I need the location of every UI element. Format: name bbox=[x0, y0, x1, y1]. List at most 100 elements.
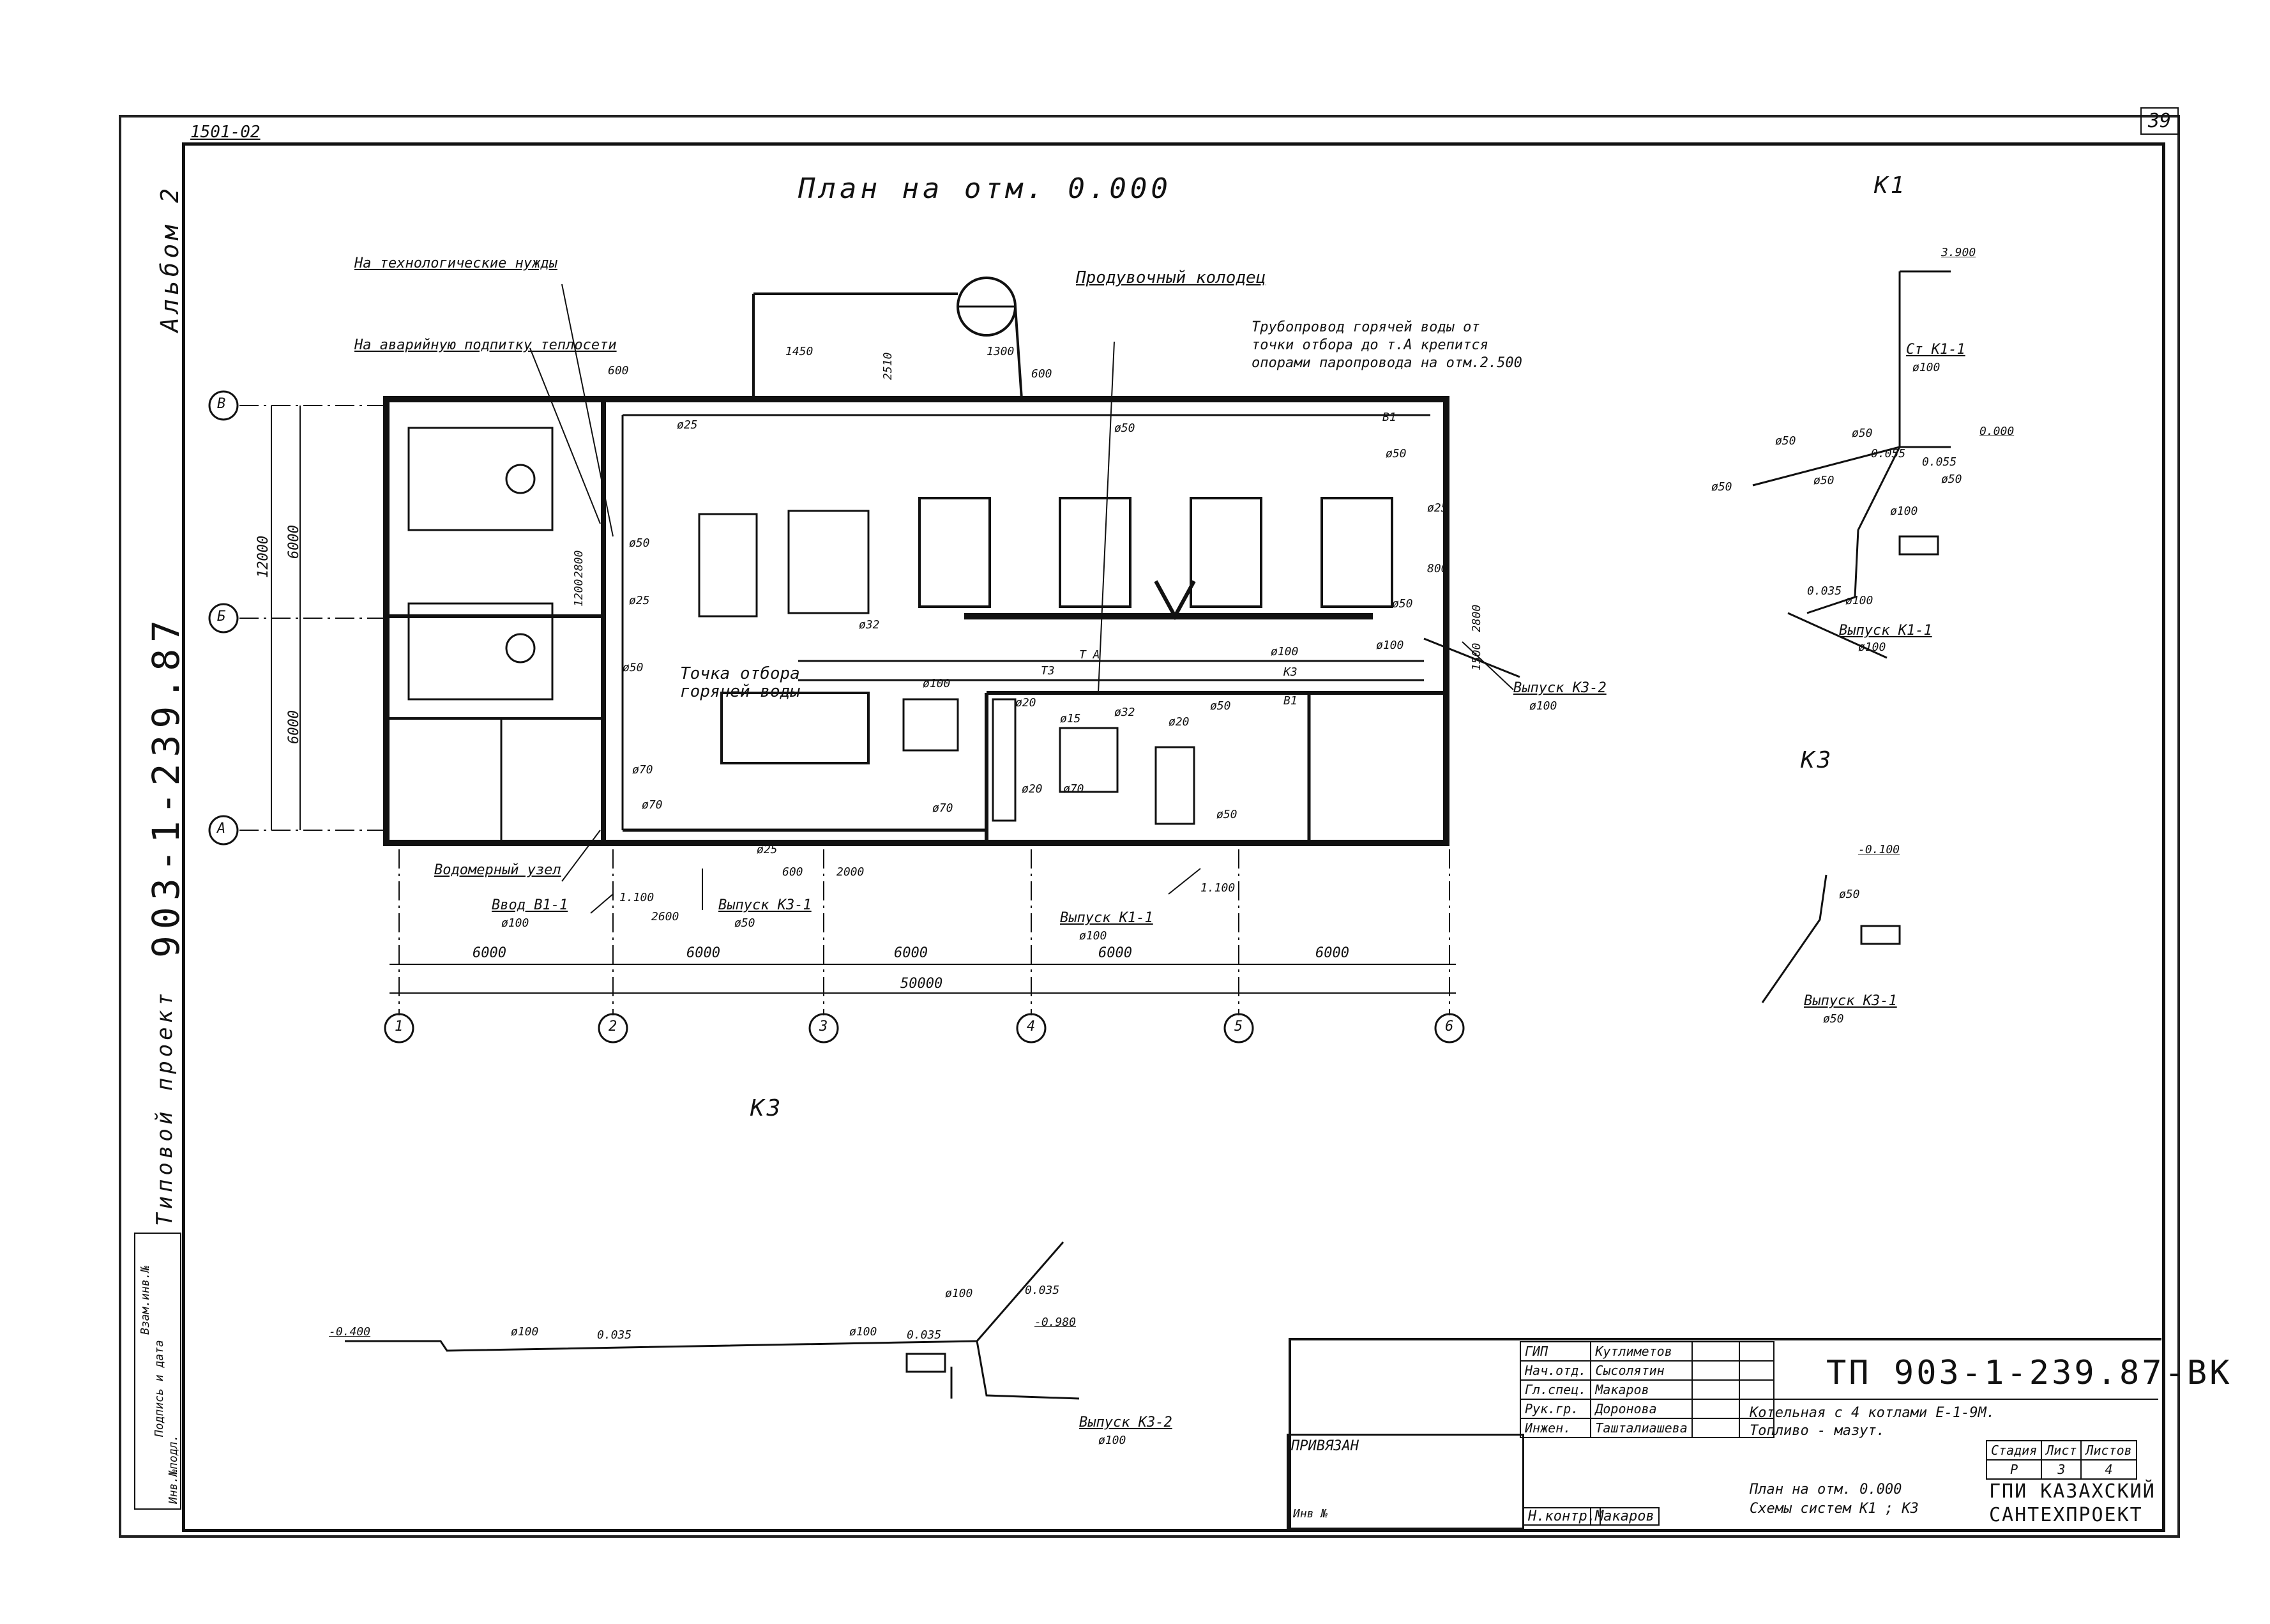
dim-bottom: 6000 bbox=[1098, 945, 1132, 961]
line-code: В1 bbox=[1382, 411, 1396, 424]
name-cell: Сысолятин bbox=[1590, 1360, 1693, 1381]
k3-large-level-start: -0.400 bbox=[329, 1325, 371, 1339]
axis-number: 2 bbox=[609, 1019, 617, 1035]
small-dim: 600 bbox=[608, 364, 629, 377]
label-outlet-k3-1-d: ø50 bbox=[734, 916, 755, 930]
pipe-mark: ø25 bbox=[757, 843, 778, 856]
pipe-mark: ø50 bbox=[1210, 699, 1231, 713]
pipe-mark: ø32 bbox=[859, 618, 880, 632]
label-inlet-b1-d: ø100 bbox=[501, 916, 529, 930]
org-line-2: САНТЕХПРОЕКТ bbox=[1989, 1504, 2143, 1526]
dim-bottom: 6000 bbox=[473, 945, 506, 961]
k1-outlet: Выпуск К1-1 bbox=[1839, 623, 1932, 639]
axis-letter: А bbox=[217, 821, 226, 837]
k3-small-level: -0.100 bbox=[1858, 843, 1900, 856]
control-role: Н.контр. bbox=[1523, 1507, 1601, 1526]
dim-vertical: 12000 bbox=[255, 535, 271, 578]
k1-mark: 0.055 bbox=[1871, 447, 1906, 460]
side-stamp bbox=[134, 1233, 181, 1510]
inv-label: Инв № bbox=[1293, 1507, 1328, 1521]
pipe-mark: ø32 bbox=[1114, 706, 1135, 719]
pipe-mark: ø25 bbox=[629, 594, 650, 607]
pipe-mark: ø20 bbox=[1169, 715, 1190, 729]
axis-number: 5 bbox=[1234, 1019, 1243, 1035]
small-dim: 600 bbox=[782, 865, 803, 879]
building-outer-wall bbox=[383, 396, 1449, 846]
role-cell: ГИП bbox=[1519, 1341, 1592, 1362]
object-line-2: Топливо - мазут. bbox=[1750, 1423, 1885, 1439]
k3-small-scheme bbox=[1761, 874, 1901, 1003]
k3-large-mark: 0.035 bbox=[907, 1328, 942, 1342]
sheets-value: 4 bbox=[2080, 1459, 2137, 1480]
k1-mark: ø50 bbox=[1775, 434, 1796, 448]
k1-title: К1 bbox=[1874, 172, 1907, 199]
k3-large-mark: 0.035 bbox=[1025, 1284, 1060, 1297]
k3-small-title: К3 bbox=[1801, 747, 1834, 773]
k3-small-mark: ø50 bbox=[1839, 888, 1860, 901]
drawing-code: ТП 903-1-239.87-ВК bbox=[1826, 1354, 2232, 1392]
label-take-point-2: горячей воды bbox=[680, 682, 800, 701]
stage-label: Стадия bbox=[1985, 1440, 2043, 1461]
object-line-1: Котельная с 4 котлами Е-1-9М. bbox=[1750, 1405, 1995, 1421]
line-code: К3 bbox=[1283, 665, 1298, 679]
label-hot-water-2: точки отбора до т.А крепится bbox=[1252, 337, 1488, 353]
pipe-mark: ø50 bbox=[1114, 421, 1135, 435]
label-inlet-b1: Ввод В1-1 bbox=[492, 897, 568, 913]
pipe-mark: ø50 bbox=[1386, 447, 1407, 460]
pipe-mark: ø50 bbox=[623, 661, 644, 674]
pipe-mark: ø50 bbox=[1216, 808, 1237, 821]
pipe-mark: ø15 bbox=[1060, 712, 1081, 725]
k1-mark: ø50 bbox=[1711, 480, 1732, 494]
label-outlet-k3-2: Выпуск К3-2 bbox=[1513, 680, 1607, 696]
small-dim: 2800 bbox=[572, 550, 586, 578]
axis-number: 1 bbox=[395, 1019, 404, 1035]
plan-title: План на отм. 0.000 bbox=[798, 172, 1172, 205]
label-outlet-k3-2-d: ø100 bbox=[1529, 699, 1557, 713]
pipe-mark: ø100 bbox=[1271, 645, 1299, 658]
pipe-mark: ø50 bbox=[629, 536, 650, 550]
k1-level-zero: 0.000 bbox=[1979, 425, 2015, 438]
pipe-mark: ø70 bbox=[642, 798, 663, 812]
sheet-number-top: 39 bbox=[2140, 107, 2179, 135]
axis-number: 3 bbox=[819, 1019, 828, 1035]
org-line-1: ГПИ КАЗАХСКИЙ bbox=[1989, 1480, 2156, 1503]
bound-block bbox=[1287, 1434, 1524, 1529]
k1-riser: Ст К1-1 bbox=[1906, 342, 1965, 358]
line-code: В1 bbox=[1283, 694, 1298, 708]
small-dim: 1500 bbox=[1470, 642, 1483, 671]
stage-value: Р bbox=[1985, 1459, 2043, 1480]
label-emergency-feed: На аварийную подпитку теплосети bbox=[354, 337, 617, 353]
name-cell: Макаров bbox=[1590, 1379, 1693, 1400]
series-code: 1501-02 bbox=[190, 123, 261, 142]
pipe-mark: ø20 bbox=[1022, 782, 1043, 796]
label-outlet-k1-1-d: ø100 bbox=[1079, 929, 1107, 943]
label-take-point-1: Точка отбора bbox=[680, 664, 800, 683]
label-outlet-k1-1: Выпуск К1-1 bbox=[1060, 910, 1153, 926]
k3-large-mark: 0.035 bbox=[597, 1328, 632, 1342]
k3-large-level-end: -0.980 bbox=[1034, 1316, 1077, 1329]
k1-mark: 0.035 bbox=[1807, 584, 1842, 598]
drawing-title-1: План на отм. 0.000 bbox=[1750, 1482, 1902, 1498]
name-cell: Кутлиметов bbox=[1590, 1341, 1693, 1362]
k1-level-top: 3.900 bbox=[1941, 246, 1976, 259]
name-cell: Ташталиашева bbox=[1590, 1418, 1693, 1438]
label-blowdown-well: Продувочный колодец bbox=[1076, 268, 1266, 287]
line-code: Т А bbox=[1079, 648, 1100, 662]
k3-large-outlet-d: ø100 bbox=[1098, 1434, 1126, 1447]
sheet-label: Лист bbox=[2041, 1440, 2082, 1461]
label-hot-water-3: опорами паропровода на отм.2.500 bbox=[1252, 355, 1522, 371]
sheet-inner-border bbox=[182, 142, 2165, 1532]
pipe-mark: ø100 bbox=[1376, 639, 1404, 652]
k3-large-mark: ø100 bbox=[945, 1287, 973, 1300]
k3-large-mark: ø100 bbox=[511, 1325, 539, 1339]
dim-bottom: 6000 bbox=[1315, 945, 1349, 961]
small-dim: 800 bbox=[1427, 562, 1448, 575]
k3-small-outlet-d: ø50 bbox=[1823, 1012, 1844, 1026]
bound-label: ПРИВЯЗАН bbox=[1291, 1438, 1359, 1454]
pipe-mark: ø70 bbox=[932, 801, 953, 815]
label-tech-needs: На технологические нужды bbox=[354, 255, 557, 271]
pipe-mark: ø100 bbox=[923, 677, 951, 690]
label-outlet-k3-1: Выпуск К3-1 bbox=[718, 897, 812, 913]
